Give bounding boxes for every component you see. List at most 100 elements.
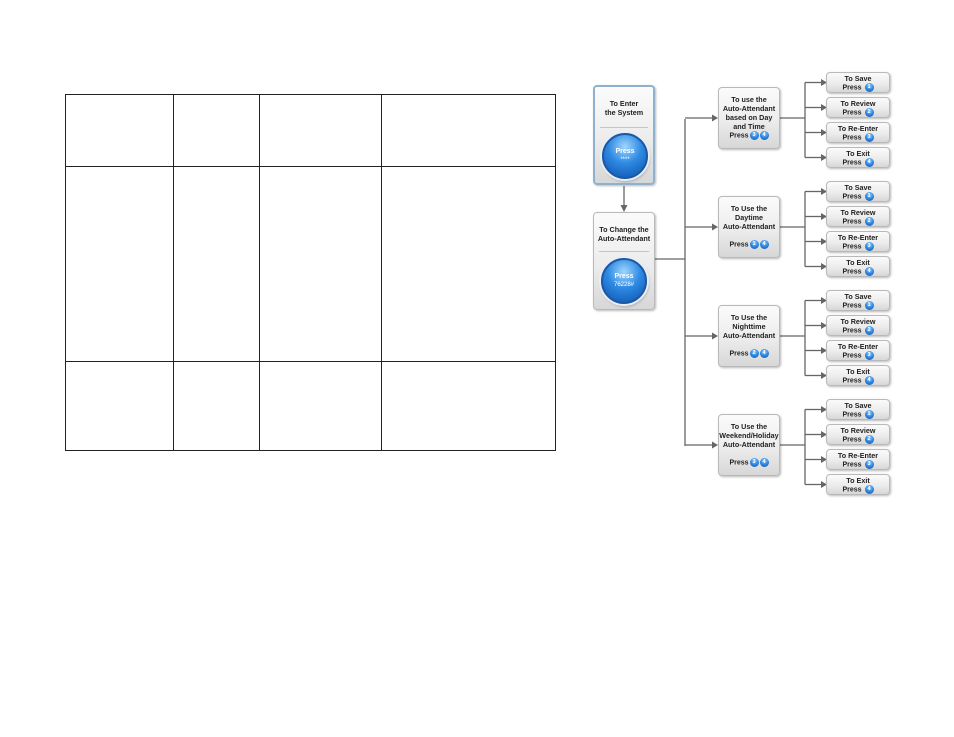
title-line: Daytime: [735, 213, 763, 222]
empty-table: [65, 94, 556, 451]
divider: [600, 127, 648, 128]
title-line: the System: [604, 108, 644, 117]
press-label: Press: [842, 84, 862, 92]
table-cell: [65, 361, 174, 451]
press-label: Press: [729, 350, 749, 357]
key-icon[interactable]: 4: [759, 130, 769, 140]
press-label: Press: [615, 148, 635, 155]
title-line: Auto-Attendant: [722, 222, 776, 231]
title-line: To Use the: [730, 313, 768, 322]
key-icon[interactable]: 3: [864, 351, 874, 360]
key-icon[interactable]: 4: [864, 376, 874, 385]
action-arrowhead: [821, 372, 827, 379]
key-icon[interactable]: 2: [864, 435, 874, 444]
title-line: Auto-Attendant: [722, 104, 776, 113]
action-arrowhead: [821, 431, 827, 438]
press-label: Press: [729, 241, 749, 248]
press-label: Press: [729, 459, 749, 466]
table-cell: [173, 361, 260, 451]
action-press: Press 4: [827, 376, 889, 386]
action-press: Press 4: [827, 485, 889, 495]
key-icon[interactable]: 2: [749, 348, 759, 358]
action-arrowhead: [821, 406, 827, 413]
press-label: Press: [842, 377, 862, 385]
key-icon[interactable]: 2: [864, 326, 874, 335]
action-press: Press 2: [827, 217, 889, 227]
title-line: To use the: [731, 95, 767, 104]
press-label: Press: [842, 411, 862, 419]
key-icon[interactable]: 3: [864, 460, 874, 469]
key-icon[interactable]: 4: [864, 485, 874, 494]
action-title: To Re-Enter: [837, 451, 879, 460]
key-icon[interactable]: 3: [749, 457, 759, 467]
action-arrowhead: [821, 456, 827, 463]
action-title: To Exit: [846, 476, 870, 485]
action-title: To Save: [844, 74, 872, 83]
action-arrowhead: [821, 347, 827, 354]
key-icon[interactable]: 4: [759, 348, 769, 358]
action-press: Press 3: [827, 460, 889, 470]
action-arrowhead: [821, 238, 827, 245]
table-cell: [259, 94, 382, 167]
entry-to-change-arrow: [620, 205, 628, 212]
press-code: ****: [620, 157, 630, 163]
title-line: To Use the: [730, 422, 768, 431]
key-icon[interactable]: 3: [749, 130, 759, 140]
action-press: Press 3: [827, 133, 889, 143]
key-icon[interactable]: 4: [759, 239, 769, 249]
key-icon[interactable]: 1: [749, 239, 759, 249]
title-line: based on Day: [725, 113, 773, 122]
key-icon[interactable]: 1: [864, 83, 874, 92]
table-cell: [173, 166, 260, 362]
action-arrowhead: [821, 263, 827, 270]
key-icon[interactable]: 1: [864, 301, 874, 310]
action-press: Press 1: [827, 410, 889, 420]
key-icon[interactable]: 1: [864, 410, 874, 419]
table-row: [65, 166, 556, 362]
key-icon[interactable]: 1: [864, 192, 874, 201]
key-icon[interactable]: 2: [864, 217, 874, 226]
action-press: Press 1: [827, 301, 889, 311]
key-icon[interactable]: 3: [864, 133, 874, 142]
mode-arrowhead: [712, 441, 718, 449]
key-icon[interactable]: 4: [759, 457, 769, 467]
press-label: Press: [729, 132, 749, 139]
mode-arrowhead: [712, 114, 718, 122]
key-icon[interactable]: 3: [864, 242, 874, 251]
key-icon[interactable]: 4: [864, 267, 874, 276]
title-line: To Use the: [730, 204, 768, 213]
action-title: To Exit: [846, 149, 870, 158]
action-title: To Review: [840, 426, 876, 435]
action-arrowhead: [821, 154, 827, 161]
action-title: To Exit: [846, 258, 870, 267]
enter-press-button[interactable]: Press ****: [602, 133, 648, 179]
action-press: Press 2: [827, 108, 889, 118]
action-title: To Save: [844, 292, 872, 301]
change-press-button[interactable]: Press 76228#: [601, 258, 647, 304]
key-icon[interactable]: 2: [864, 108, 874, 117]
key-icon[interactable]: 4: [864, 158, 874, 167]
